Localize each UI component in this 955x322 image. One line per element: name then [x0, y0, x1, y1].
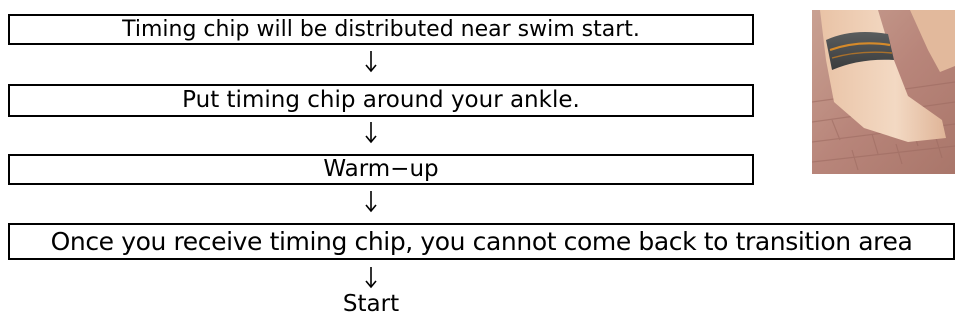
flow-step-label: Timing chip will be distributed near swi… [122, 16, 640, 42]
flow-step-label: Warm−up [323, 156, 439, 182]
flow-step-put-chip-on-ankle: Put timing chip around your ankle. [8, 84, 754, 117]
down-arrow-icon [365, 122, 377, 144]
down-arrow-icon [365, 51, 377, 73]
down-arrow-icon [365, 267, 377, 289]
flow-end-start-label: Start [342, 291, 400, 317]
ankle-timing-chip-photo [812, 10, 955, 174]
flow-step-label: Once you receive timing chip, you cannot… [50, 227, 913, 256]
flow-step-label: Put timing chip around your ankle. [182, 87, 580, 113]
flow-step-distribute-chip: Timing chip will be distributed near swi… [8, 14, 754, 45]
flow-step-no-return-warning: Once you receive timing chip, you cannot… [8, 223, 955, 260]
flow-step-warm-up: Warm−up [8, 154, 754, 185]
down-arrow-icon [365, 191, 377, 213]
